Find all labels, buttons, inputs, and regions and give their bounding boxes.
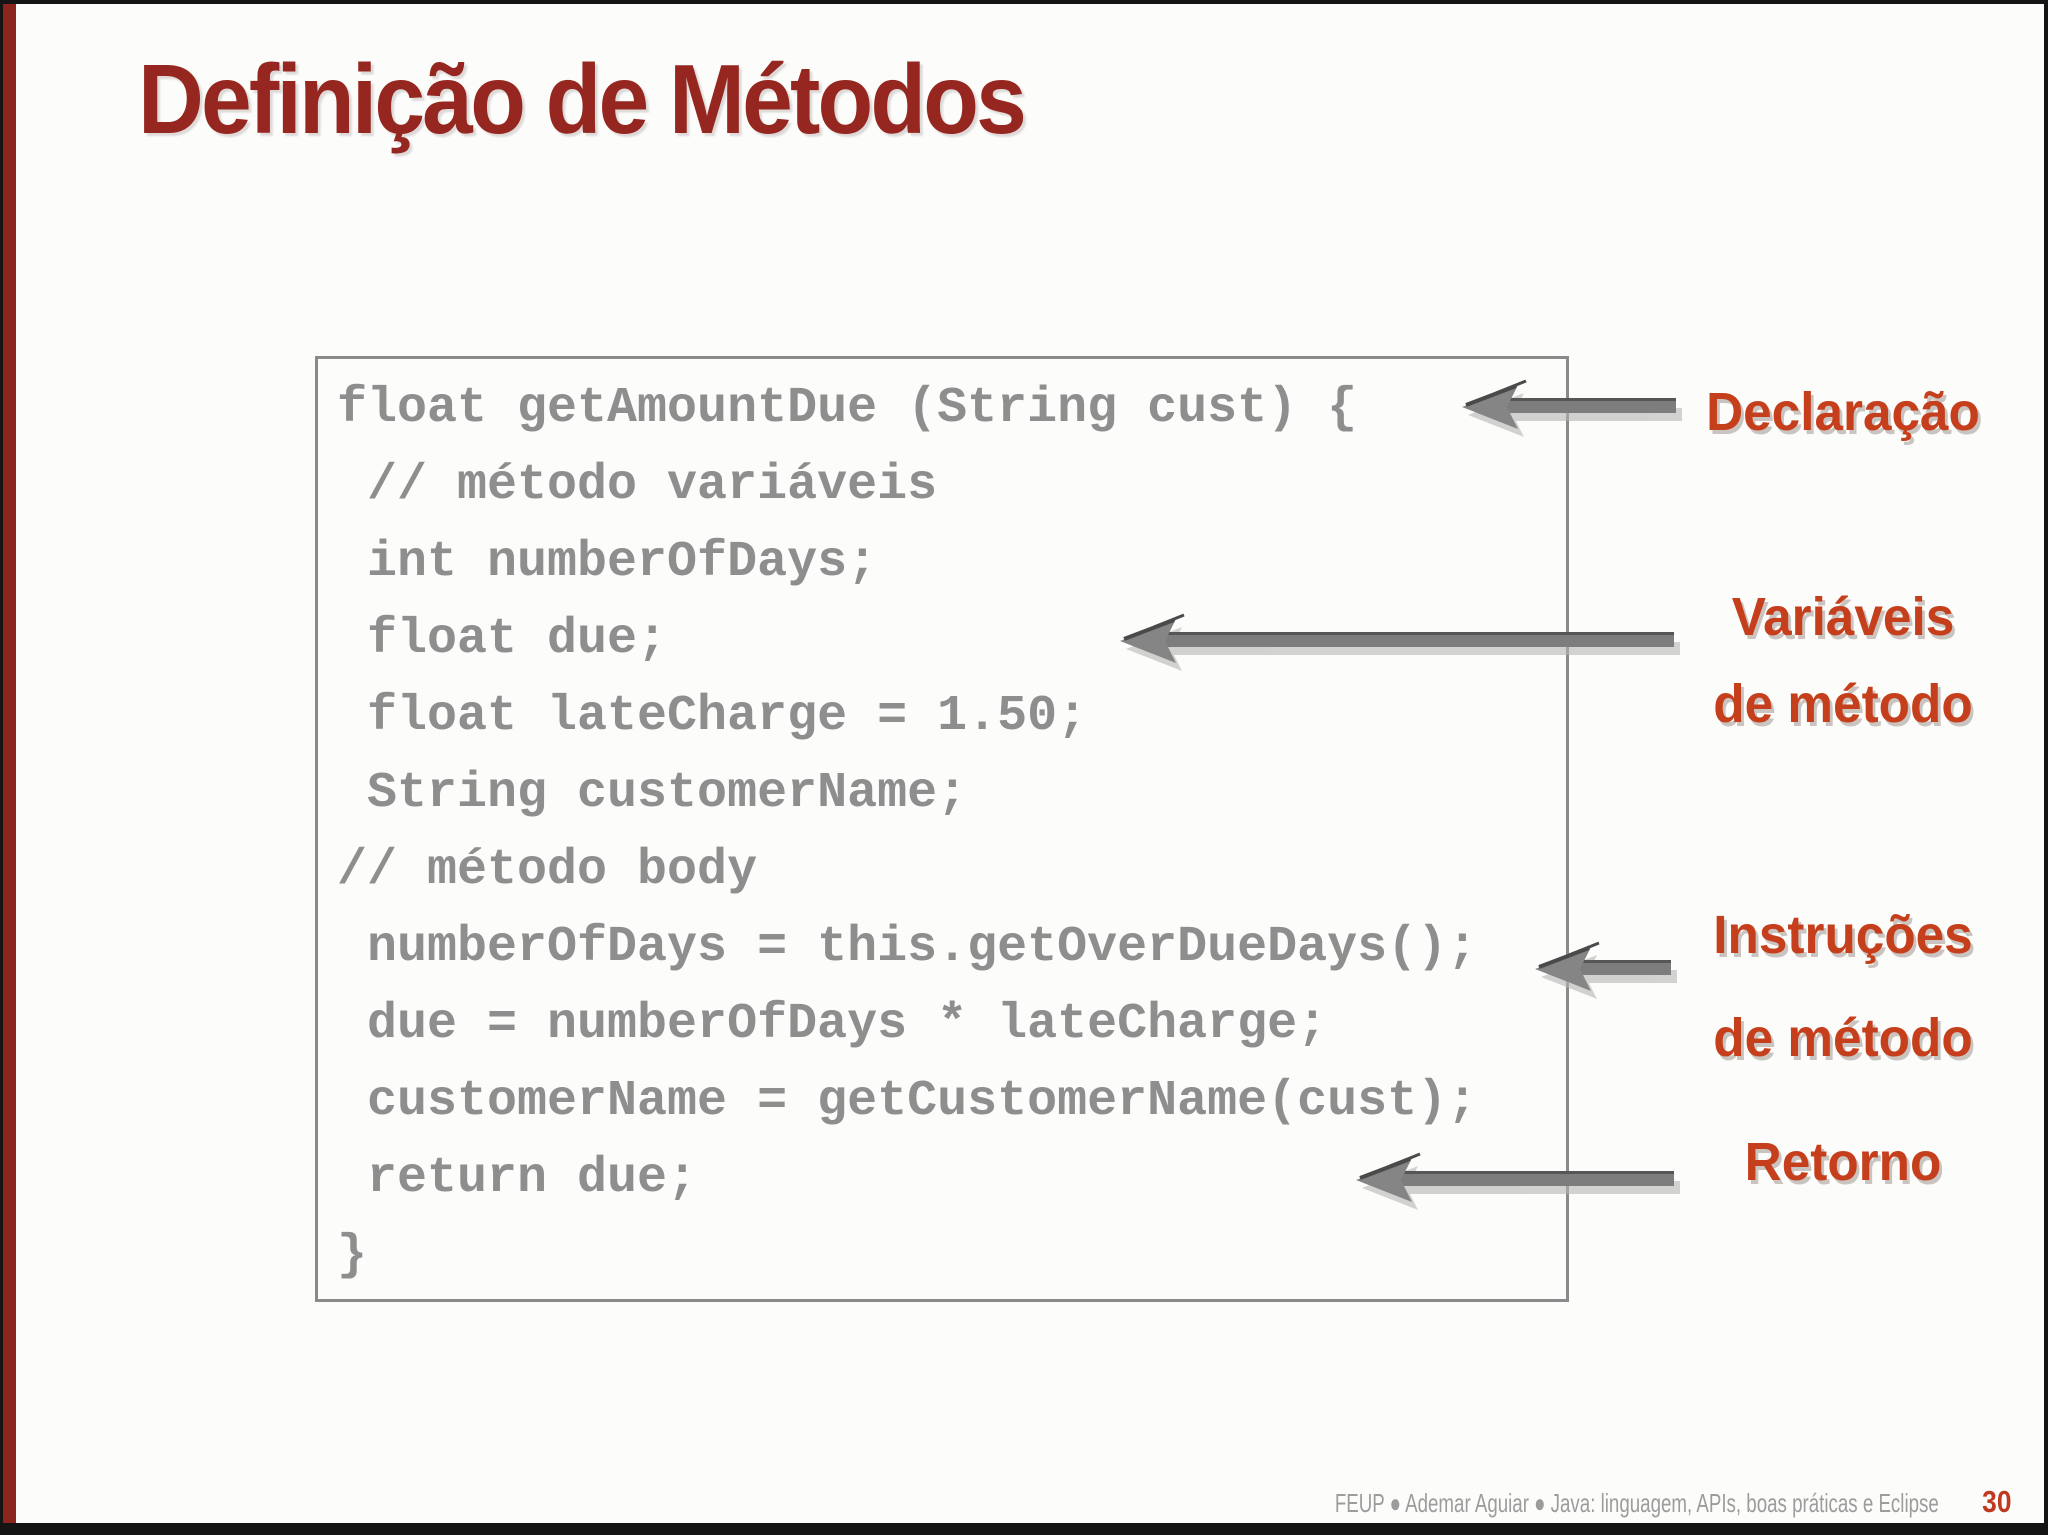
bottom-border-bar xyxy=(3,1523,2044,1535)
retorno-arrow-left-icon xyxy=(1356,1152,1680,1210)
code-listing: float getAmountDue (String cust) { // mé… xyxy=(337,380,1478,1284)
page-number: 30 xyxy=(1981,1484,2011,1519)
left-accent-bar xyxy=(3,4,16,1527)
footer-credits: FEUP ● Ademar Aguiar ● Java: linguagem, … xyxy=(1335,1488,1939,1518)
annotation-instrucoes-line1: Instruções xyxy=(1713,905,1973,965)
page-title: Definição de Métodos xyxy=(138,44,1027,154)
declaracao-arrow-left-icon xyxy=(1462,379,1682,437)
instrucoes-arrow-left-icon xyxy=(1535,941,1677,999)
annotation-variaveis-line1: Variáveis xyxy=(1731,587,1955,647)
annotation-declaracao: Declaração xyxy=(1706,382,1980,442)
variaveis-arrow-left-icon xyxy=(1120,613,1680,671)
annotation-instrucoes-line2: de método xyxy=(1713,1008,1973,1068)
code-box: float getAmountDue (String cust) { // mé… xyxy=(315,356,1569,1302)
annotation-variaveis-line2: de método xyxy=(1713,674,1973,734)
annotation-retorno: Retorno xyxy=(1744,1132,1942,1192)
